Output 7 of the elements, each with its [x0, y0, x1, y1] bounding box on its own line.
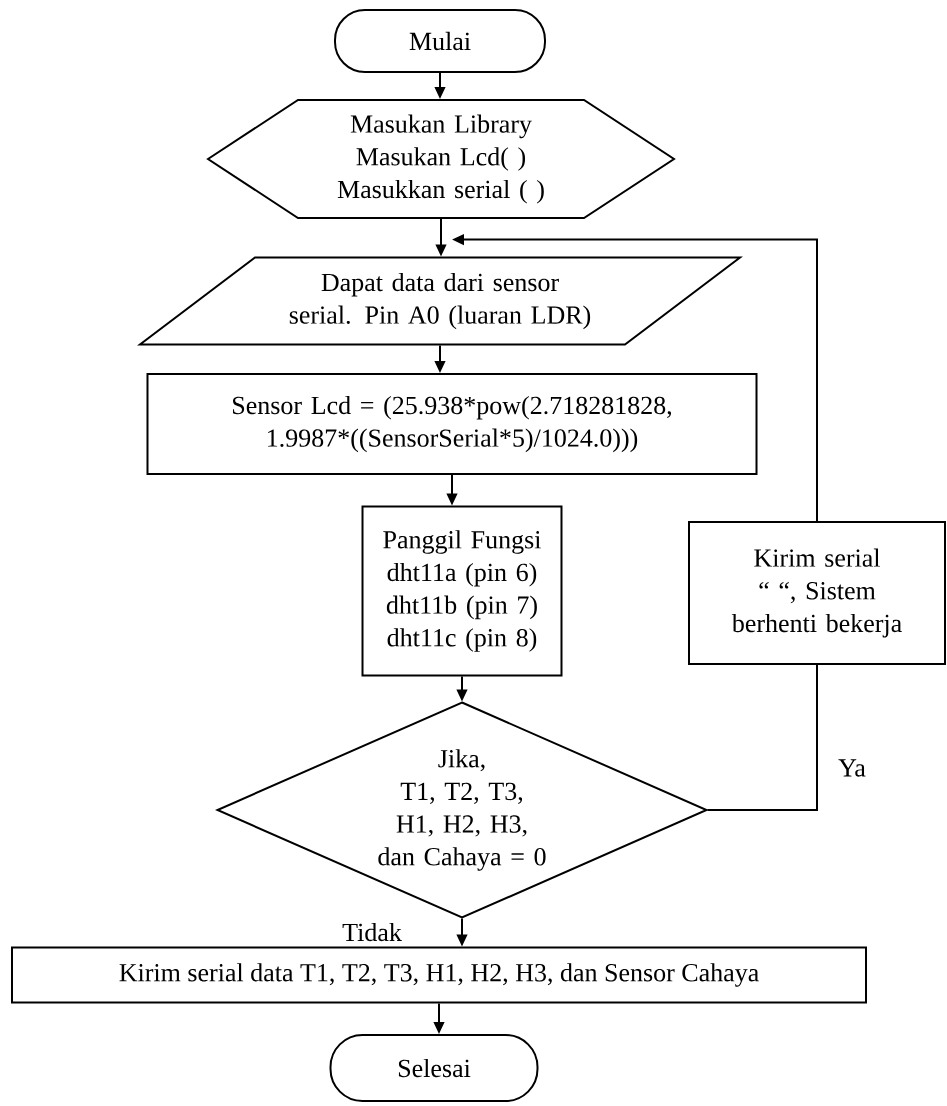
edge-label: Ya	[836, 758, 868, 778]
process-box: Sensor Lcd = (25.938*pow(2.718281828, 1.9987*((SensorSerial*5)/1024.0)))	[146, 373, 758, 475]
edge-label: Tidak	[340, 921, 404, 943]
process-box: Kirim serial “ “, Sistem berhenti bekerja	[688, 521, 946, 665]
connector-line	[706, 664, 818, 811]
process-box: Kirim serial data T1, T2, T3, H1, H2, H3, dan Sensor Cahaya	[11, 946, 867, 1004]
process-box: Panggil Fungsi dht11a (pin 6) dht11b (pin 7) dht11c (pin 8)	[361, 505, 563, 677]
